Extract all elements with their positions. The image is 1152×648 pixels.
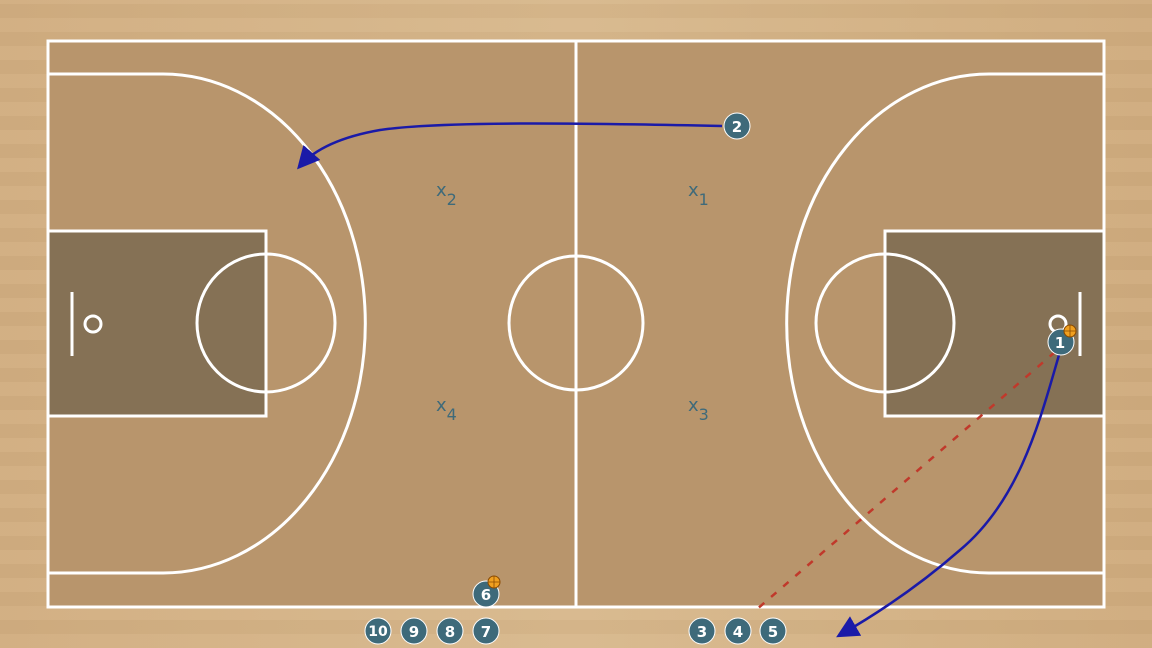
cut-path-player-2 [297, 122, 723, 170]
defender-x4[interactable]: x4 [436, 395, 457, 424]
svg-text:3: 3 [697, 623, 707, 641]
svg-text:8: 8 [445, 623, 455, 641]
ball-icon [487, 575, 501, 589]
svg-text:9: 9 [409, 623, 419, 641]
svg-text:7: 7 [481, 623, 491, 641]
right-free-throw-circle [814, 252, 956, 394]
svg-text:x3: x3 [688, 395, 709, 424]
bench-player-5[interactable]: 5 [759, 617, 787, 645]
defender-x1[interactable]: x1 [688, 180, 709, 209]
defender-x2[interactable]: x2 [436, 180, 457, 209]
bench-player-3[interactable]: 3 [688, 617, 716, 645]
svg-text:2: 2 [732, 118, 742, 136]
bench-player-10[interactable]: 10 [364, 617, 392, 645]
svg-text:10: 10 [368, 624, 388, 640]
svg-text:x4: x4 [436, 395, 457, 424]
svg-text:4: 4 [733, 623, 743, 641]
defender-x3[interactable]: x3 [688, 395, 709, 424]
right-key [883, 229, 1106, 418]
left-key [46, 229, 268, 418]
right-paint [885, 231, 1104, 416]
ball-icon [1063, 324, 1077, 338]
right-three-point-line [785, 72, 1104, 575]
center-circle [507, 254, 645, 392]
cut-path-player-1 [836, 354, 1061, 638]
player-2[interactable]: 2 [723, 112, 751, 140]
left-paint [48, 231, 266, 416]
bench-player-8[interactable]: 8 [436, 617, 464, 645]
pass-path-1-to-4 [755, 351, 1056, 611]
court-lines [46, 39, 1106, 609]
svg-text:5: 5 [768, 623, 778, 641]
bench-player-4[interactable]: 4 [724, 617, 752, 645]
svg-text:1: 1 [1055, 334, 1065, 352]
bench-player-7[interactable]: 7 [472, 617, 500, 645]
left-free-throw-circle [195, 252, 337, 394]
left-hoop [83, 314, 103, 334]
left-three-point-line [48, 72, 367, 575]
svg-text:x2: x2 [436, 180, 457, 209]
svg-text:x1: x1 [688, 180, 709, 209]
svg-text:6: 6 [481, 586, 491, 604]
bench-player-9[interactable]: 9 [400, 617, 428, 645]
